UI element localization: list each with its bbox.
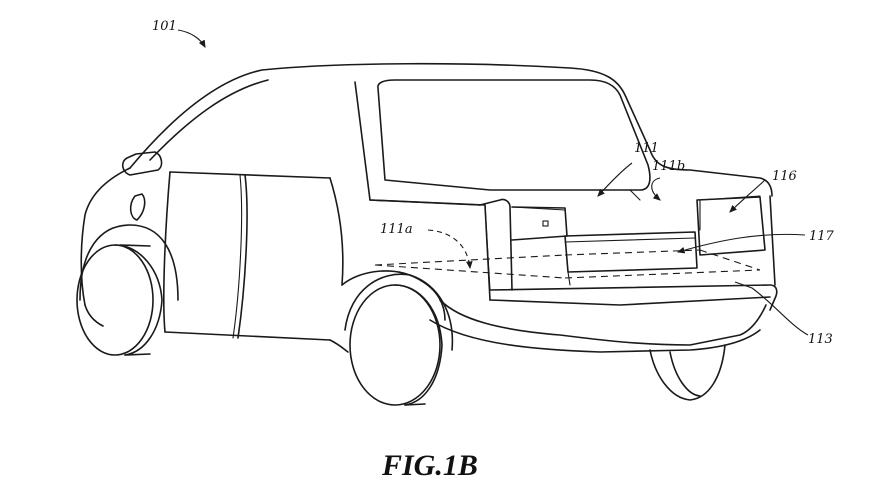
label-113: 113	[808, 332, 833, 347]
arrow-111	[597, 162, 633, 197]
label-111a: 111a	[380, 222, 413, 237]
figure-caption: FIG.1B	[381, 449, 478, 482]
reference-labels: 101 111 111b 111a 116 117 113	[152, 19, 835, 347]
label-101: 101	[152, 19, 177, 34]
arrow-101	[177, 29, 206, 48]
rear-left-wheel	[344, 273, 454, 406]
arrow-111b	[651, 177, 661, 201]
label-116: 116	[772, 169, 797, 184]
leader-113	[734, 281, 809, 336]
leader-lines	[177, 29, 809, 336]
label-111b: 111b	[652, 159, 685, 174]
label-117: 117	[809, 229, 835, 244]
label-111: 111	[634, 141, 659, 156]
truck-body	[80, 62, 778, 353]
arrow-116	[729, 179, 766, 213]
arrow-117	[676, 233, 806, 254]
rear-right-wheel	[649, 344, 726, 401]
arrow-111a	[427, 229, 473, 270]
front-wheel	[76, 224, 179, 356]
